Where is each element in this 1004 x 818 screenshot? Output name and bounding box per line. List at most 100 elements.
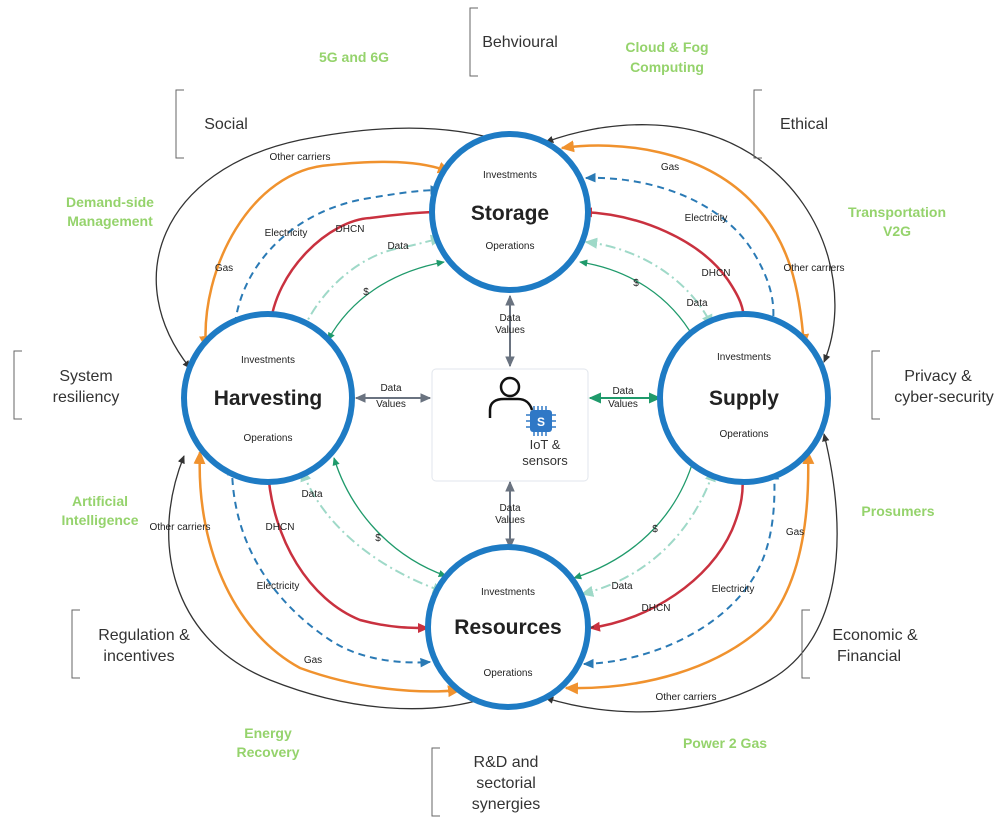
dim-privacy-2: cyber-security <box>894 389 994 406</box>
node-supply: Investments Supply Operations <box>657 311 831 485</box>
data-values-right-1: Data <box>612 386 634 397</box>
svg-text:S: S <box>537 415 545 429</box>
label-dhcn-br: DHCN <box>642 603 671 614</box>
resources-title: Resources <box>454 616 561 639</box>
flow-dhcn-supply-resources <box>588 470 749 632</box>
data-values-right-2: Values <box>608 399 638 410</box>
enabler-transport-1: Transportation <box>848 204 946 220</box>
bracket-regulation <box>71 609 80 679</box>
label-gas-tr: Gas <box>661 162 679 173</box>
flow-dhcn-harvesting-resources <box>263 468 430 633</box>
label-electricity-bl: Electricity <box>257 581 300 592</box>
storage-investments: Investments <box>483 170 537 181</box>
chip-icon: S <box>526 406 556 436</box>
enabler-dsm-2: Management <box>67 213 153 229</box>
iot-sensors-box <box>431 368 589 482</box>
bracket-economic <box>801 609 810 679</box>
enabler-energy-1: Energy <box>244 725 292 741</box>
label-other-carriers-bl: Other carriers <box>149 522 210 533</box>
enabler-p2g: Power 2 Gas <box>683 735 767 751</box>
flow-data-storage-supply <box>584 237 713 328</box>
label-data-tl: Data <box>387 241 409 252</box>
flow-labels: Other carriers Gas Electricity DHCN Data… <box>149 152 844 703</box>
flow-dhcn-storage-supply <box>580 207 749 324</box>
flow-electricity-harvesting-resources <box>227 464 432 668</box>
harvesting-title: Harvesting <box>214 387 323 410</box>
flow-gas-harvesting-resources <box>193 450 462 698</box>
enabler-transport-2: V2G <box>883 223 911 239</box>
dim-social: Social <box>204 116 248 133</box>
label-other-carriers-tr: Other carriers <box>783 263 844 274</box>
dimension-brackets <box>13 7 880 817</box>
supply-title: Supply <box>709 387 779 410</box>
label-other-carriers-br: Other carriers <box>655 692 716 703</box>
dim-regulation-2: incentives <box>103 648 174 665</box>
label-electricity-br: Electricity <box>712 584 755 595</box>
harvesting-operations: Operations <box>244 433 293 444</box>
flow-dhcn-harvesting-storage <box>265 207 442 330</box>
bracket-system-resiliency <box>13 350 22 420</box>
harvesting-investments: Investments <box>241 355 295 366</box>
dim-regulation-1: Regulation & <box>98 627 190 644</box>
bracket-ethical <box>753 89 762 159</box>
data-values-bottom-1: Data <box>499 503 521 514</box>
flow-data-supply-resources <box>580 468 716 597</box>
label-gas-bl: Gas <box>304 655 322 666</box>
data-values-bottom-2: Values <box>495 515 525 526</box>
resources-operations: Operations <box>484 668 533 679</box>
resources-investments: Investments <box>481 587 535 598</box>
flow-gas-supply-resources <box>564 450 815 695</box>
flow-money-harvesting-storage <box>327 259 445 341</box>
dim-economic-2: Financial <box>837 648 901 665</box>
enabler-energy-2: Recovery <box>236 744 299 760</box>
data-values-top-1: Data <box>499 313 521 324</box>
node-storage: Investments Storage Operations <box>429 131 591 293</box>
label-money-tr: $ <box>633 278 639 289</box>
label-data-br: Data <box>611 581 633 592</box>
label-other-carriers-tl: Other carriers <box>269 152 330 163</box>
storage-operations: Operations <box>486 241 535 252</box>
enabler-ai-2: Intelligence <box>61 512 138 528</box>
label-money-br: $ <box>652 524 658 535</box>
enabler-5g6g: 5G and 6G <box>319 49 389 65</box>
flow-data-harvesting-resources <box>300 468 446 594</box>
enabler-cloud-2: Computing <box>630 59 704 75</box>
label-data-tr: Data <box>686 298 708 309</box>
dim-ethical: Ethical <box>780 116 828 133</box>
iot-label-line2: sensors <box>522 453 568 468</box>
label-dhcn-bl: DHCN <box>266 522 295 533</box>
label-data-bl: Data <box>301 489 323 500</box>
dim-rd-3: synergies <box>472 796 540 813</box>
enabler-cloud-1: Cloud & Fog <box>625 39 708 55</box>
bracket-social <box>175 89 184 159</box>
storage-title: Storage <box>471 202 549 225</box>
user-icon <box>488 376 534 418</box>
dim-rd-1: R&D and <box>474 754 539 771</box>
dim-system-resiliency-1: System <box>59 368 112 385</box>
flow-gas-harvesting-storage <box>199 160 452 350</box>
enabler-prosumers: Prosumers <box>861 503 934 519</box>
flow-other-carriers-harvesting-storage <box>155 127 506 369</box>
label-gas-br: Gas <box>786 527 804 538</box>
supply-investments: Investments <box>717 352 771 363</box>
flow-data-harvesting-storage <box>301 234 444 334</box>
flow-money-storage-supply <box>579 259 695 339</box>
data-values-top-2: Values <box>495 325 525 336</box>
label-electricity-tr: Electricity <box>685 213 728 224</box>
dim-economic-1: Economic & <box>832 627 918 644</box>
data-values-left-1: Data <box>380 383 402 394</box>
label-dhcn-tl: DHCN <box>336 224 365 235</box>
dim-behavioural: Behvioural <box>482 34 558 51</box>
enabler-dsm-1: Demand-side <box>66 194 154 210</box>
label-money-tl: $ <box>363 287 369 298</box>
iot-label-line1: IoT & <box>530 437 561 452</box>
dim-system-resiliency-2: resiliency <box>53 389 120 406</box>
dim-rd-2: sectorial <box>476 775 536 792</box>
bracket-privacy <box>871 350 880 420</box>
flow-money-supply-resources <box>573 457 696 580</box>
enabler-ai-1: Artificial <box>72 493 128 509</box>
label-electricity-tl: Electricity <box>265 228 308 239</box>
supply-operations: Operations <box>720 429 769 440</box>
node-resources: Investments Resources Operations <box>425 544 594 710</box>
